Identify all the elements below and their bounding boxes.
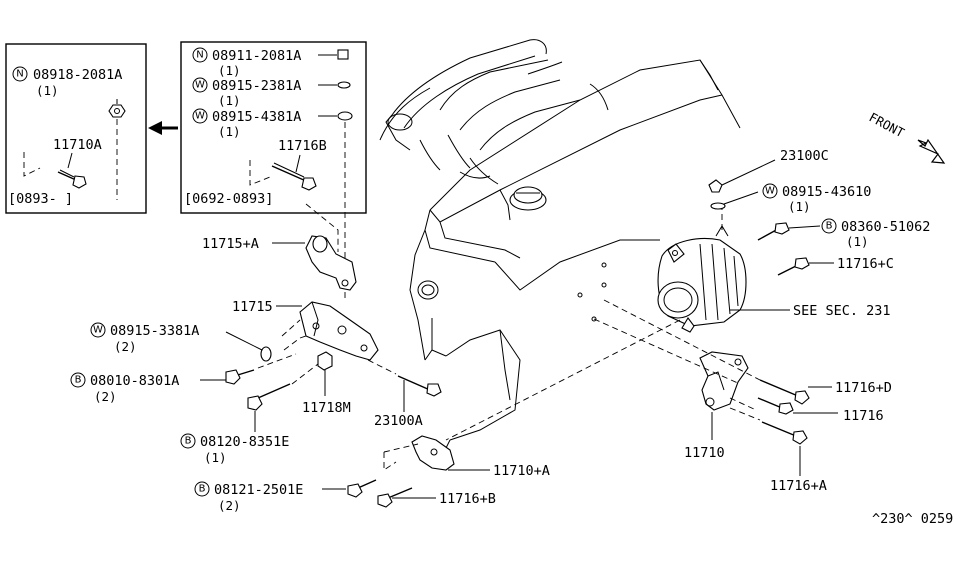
label-08360-51062: 08360-51062 [841,219,930,235]
part-number-08915-2381a: 08915-2381A [212,78,301,94]
part-qty: (1) [846,234,869,249]
bolt-icon [271,162,317,191]
part-qty: (1) [36,83,59,98]
symbol-b [70,372,86,388]
inset-right: N 08911-2081A (1) W 08915-2381A (1) W 08… [180,41,367,300]
bolt-icon [57,169,87,189]
symbol-w [762,183,778,199]
part-qty: (1) [218,63,241,78]
arrow-left-icon [148,121,178,135]
symbol-w-letter: W [93,325,103,336]
part-number-08911-2081a: 08911-2081A [212,48,301,64]
bolt-11716-icon [757,397,794,415]
symbol-w-letter: W [765,186,775,197]
arrow-down-right-icon [917,138,946,164]
bolt-leader-dashed [23,152,41,177]
leader-line [67,152,73,169]
bolt-11716b-icon [377,487,413,508]
label-11715: 11715 [232,299,273,315]
bolt-11716a-icon [761,421,808,445]
symbol-b-letter: B [199,484,206,495]
inset-left-frame [5,43,147,214]
symbol-b [821,218,837,234]
symbol-w-letter: W [195,80,205,91]
front-label: FRONT [867,109,908,140]
symbol-n [192,47,208,63]
symbol-w [192,77,208,93]
part-qty: (2) [114,339,137,354]
symbol-b [194,481,210,497]
date-range: [0893- ] [8,191,73,207]
label-08120-8351e: 08120-8351E [200,434,289,450]
part-qty: (1) [218,124,241,139]
inset-left: N 08918-2081A (1) 11710A [0893- ] [5,43,147,214]
part-qty: (2) [94,389,117,404]
bolt-08121-icon [347,479,377,498]
washer-icon [337,81,351,89]
part-qty: (1) [204,450,227,465]
bracket-11715-drawing [299,301,379,361]
part-qty: (1) [788,199,811,214]
label-08010-8301a: 08010-8301A [90,373,179,389]
front-direction-indicator: FRONT [867,109,946,164]
label-11718m: 11718M [302,400,351,416]
part-number-08915-4381a: 08915-4381A [212,109,301,125]
nut-symbol-n [12,66,28,82]
symbol-b [180,433,196,449]
part-number-11716b: 11716B [278,138,327,154]
label-11715a: 11715+A [202,236,259,252]
bolt-08360-icon [757,222,790,241]
label-11716d: 11716+D [835,380,892,396]
bolt-23100a-icon [397,375,442,397]
label-23100c: 23100C [780,148,829,164]
date-range: [0692-0893] [184,191,273,207]
spacer-11718m-icon [317,351,333,371]
washer-3381a-icon [260,346,272,362]
bolt-08120-icon [247,383,291,411]
bolt-08010-icon [225,369,255,385]
figure-code: ^230^ 0259 [872,511,953,527]
label-08915-43610: 08915-43610 [782,184,871,200]
part-qty: (1) [218,93,241,108]
symbol-b-letter: B [826,221,833,232]
label-08121-2501e: 08121-2501E [214,482,303,498]
part-qty: (2) [218,498,241,513]
label-11716a: 11716+A [770,478,827,494]
label-11716c: 11716+C [837,256,894,272]
label-11710a: 11710+A [493,463,550,479]
label-08915-3381a: 08915-3381A [110,323,199,339]
label-11716b: 11716+B [439,491,496,507]
hex-nut-icon [108,99,126,118]
washer-43610-icon [710,202,726,210]
washer-icon [337,111,353,121]
bracket-11710a-drawing [411,435,455,471]
part-number-08918-2081a: 08918-2081A [33,67,122,83]
label-11710: 11710 [684,445,725,461]
symbol-b-letter: B [75,375,82,386]
label-23100a: 23100A [374,413,423,429]
inset-right-frame [180,41,367,214]
label-11716: 11716 [843,408,884,424]
symbol-n-letter: N [196,50,203,61]
bracket-11715a-drawing [305,235,357,291]
oil-cap-icon [509,186,547,211]
alternator-drawing [657,225,747,333]
label-see-sec-231: SEE SEC. 231 [793,303,891,319]
bolt-11716d-icon [759,379,810,405]
symbol-b-letter: B [185,436,192,447]
square-nut-icon [337,49,349,60]
part-number-11710a: 11710A [53,137,102,153]
symbol-w [192,108,208,124]
bolt-11716c-icon [777,257,810,276]
nut-23100c-icon [708,179,723,193]
bracket-11710-drawing [699,351,749,411]
symbol-w [90,322,106,338]
symbol-w-letter: W [195,111,205,122]
nut-symbol-n-letter: N [16,69,23,80]
engine-block-drawing [379,39,741,461]
